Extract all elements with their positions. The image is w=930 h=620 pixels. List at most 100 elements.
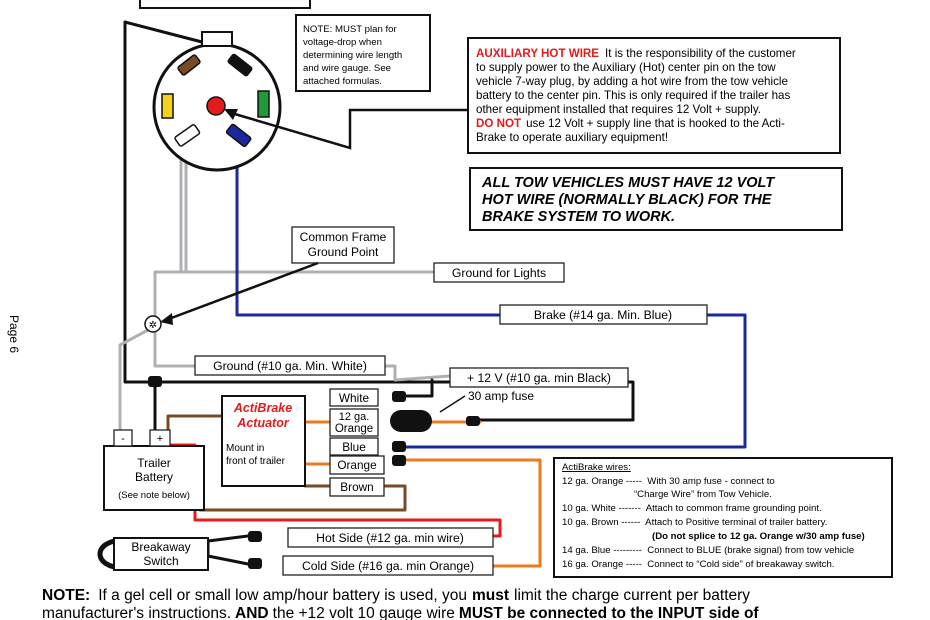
seven-way-plug xyxy=(152,31,282,172)
bottom-note-1b: must xyxy=(472,587,509,604)
white-connector-icon xyxy=(392,391,406,402)
voltage-drop-line-3: and wire gauge. See xyxy=(303,63,391,74)
white-wire-label-box xyxy=(329,388,379,407)
black-pin-icon xyxy=(227,53,253,77)
page-side-label: Page 6 xyxy=(7,315,21,353)
hot-side-connector-icon xyxy=(248,531,262,542)
orange12-line-1: Orange xyxy=(335,423,373,435)
white-wire-label: White xyxy=(339,391,370,405)
aux-line1: It is the responsibility of the customer xyxy=(605,47,796,60)
orange12-line-0: 12 ga. xyxy=(339,411,370,423)
yellow-pin-icon xyxy=(161,93,174,119)
aux-line-4: battery to the center pin. This is only … xyxy=(476,89,790,102)
voltage-drop-line-4: attached formulas. xyxy=(303,76,382,87)
aux-line-2: to supply power to the Auxiliary (Hot) c… xyxy=(476,61,776,74)
battery-minus-label: - xyxy=(121,433,125,445)
svg-text:NOTE:If a gel cell or small lo: NOTE:If a gel cell or small low amp/hour… xyxy=(42,587,750,604)
orange-cold-run-wire xyxy=(403,458,542,568)
blue-wire-label: Blue xyxy=(342,440,366,454)
aux-title: AUXILIARY HOT WIRE xyxy=(476,47,599,60)
svg-text:✲: ✲ xyxy=(149,320,157,331)
actibrake-wires-legend-box xyxy=(553,457,893,578)
brown-wire-label: Brown xyxy=(340,480,373,494)
bottom-note-2c: the +12 volt 10 gauge wire xyxy=(273,605,455,620)
legend-row-5: 16 ga. Orange ----- Connect to “Cold sid… xyxy=(562,559,834,570)
gray-ground-lights-wire xyxy=(179,146,442,274)
actuator-box xyxy=(221,395,306,487)
orange-wire-label: Orange xyxy=(337,458,377,472)
cold-side-label-box xyxy=(282,555,494,576)
orange-wire-label-box xyxy=(329,455,385,475)
breakaway-switch-box xyxy=(113,537,209,571)
green-pin-icon xyxy=(257,90,270,118)
gray-plug-ground-wire xyxy=(153,143,188,332)
brake-label-box xyxy=(499,304,708,325)
hot-side-label: Hot Side (#12 ga. min wire) xyxy=(316,531,464,545)
actuator-mount-1: front of trailer xyxy=(226,456,286,467)
legend-row-0: 12 ga. Orange ----- With 30 amp fuse - c… xyxy=(562,476,775,487)
battery-title-0: Trailer xyxy=(137,456,171,470)
ground-lights-label: Ground for Lights xyxy=(452,266,546,280)
voltage-drop-note-box xyxy=(295,14,431,92)
aux-do-not: DO NOT xyxy=(476,117,521,130)
legend-row-2: 10 ga. White ------- Attach to common fr… xyxy=(562,503,822,514)
cold-side-label: Cold Side (#16 ga. min Orange) xyxy=(302,559,474,573)
gray-ground-white-wire xyxy=(153,328,452,382)
gray-battery-minus-wire xyxy=(118,328,150,432)
fuse-icon xyxy=(390,410,432,432)
legend-row-1: “Charge Wire” from Tow Vehicle. xyxy=(562,489,772,500)
bottom-note-1a: If a gel cell or small low amp/hour batt… xyxy=(98,587,467,604)
bottom-note-2a: manufacturer's instructions. xyxy=(42,605,231,620)
fuse-end-connector-icon xyxy=(466,416,480,426)
actuator-mount-0: Mount in xyxy=(226,443,264,454)
aux-line-5: other equipment installed that requires … xyxy=(476,103,761,116)
white-connector-wire xyxy=(403,378,434,398)
aux-line-7: Brake to operate auxiliary equipment! xyxy=(476,131,668,144)
actuator-title-0: ActiBrake xyxy=(233,401,292,415)
brown-run-wire xyxy=(198,484,407,512)
ground-white-label-box xyxy=(194,355,386,376)
ground-white-label: Ground (#10 ga. Min. White) xyxy=(213,359,367,373)
blue-brake-wire xyxy=(235,146,747,449)
battery-plus-label: + xyxy=(157,433,163,445)
plus12v-label: + 12 V (#10 ga. min Black) xyxy=(467,371,611,385)
fuse-pointer-line xyxy=(439,395,466,413)
tow-line-2: BRAKE SYSTEM TO WORK. xyxy=(482,209,675,225)
aux-pointer-arrowhead xyxy=(224,109,238,120)
trailer-battery-box xyxy=(103,445,205,511)
voltage-drop-line-0: NOTE: MUST plan for xyxy=(303,24,397,35)
voltage-drop-line-2: determining wire length xyxy=(303,50,402,61)
blue-wire-label-box xyxy=(329,437,379,456)
plus12v-label-box xyxy=(449,367,629,388)
brown-wire-label-box xyxy=(329,477,385,497)
tow-vehicle-box xyxy=(469,167,843,231)
brown-battery-wire xyxy=(166,414,224,432)
aux-pointer-line xyxy=(227,108,468,150)
battery-black-connector-icon xyxy=(148,376,162,387)
ground-point-icon: ✲ xyxy=(144,315,162,333)
ground-lights-label-box xyxy=(433,262,565,283)
breakaway-hot-lead xyxy=(206,534,250,543)
orange12-label-box xyxy=(329,408,379,437)
battery-minus-terminal xyxy=(113,429,133,447)
black-12v-wire xyxy=(123,20,452,384)
hot-side-label-box xyxy=(287,527,494,548)
white-pin-icon xyxy=(174,124,201,147)
breakaway-line-1: Switch xyxy=(143,554,178,568)
ground-pointer-arrowhead xyxy=(160,313,173,325)
legend-title: ActiBrake wires: xyxy=(562,462,631,473)
battery-plus-terminal xyxy=(149,429,171,447)
common-ground-line-1: Ground Point xyxy=(308,245,379,259)
brake-label: Brake (#14 ga. Min. Blue) xyxy=(534,308,672,322)
bottom-note-1c: limit the charge current per battery xyxy=(514,587,750,604)
battery-title-1: Battery xyxy=(135,470,173,484)
legend-bold-row: (Do not splice to 12 ga. Orange w/30 amp… xyxy=(652,531,865,542)
common-ground-label-box xyxy=(291,226,395,264)
actuator-title-1: Actuator xyxy=(236,416,290,430)
tow-line-0: ALL TOW VEHICLES MUST HAVE 12 VOLT xyxy=(481,175,775,191)
tow-line-1: HOT WIRE (NORMALLY BLACK) FOR THE xyxy=(482,192,773,208)
